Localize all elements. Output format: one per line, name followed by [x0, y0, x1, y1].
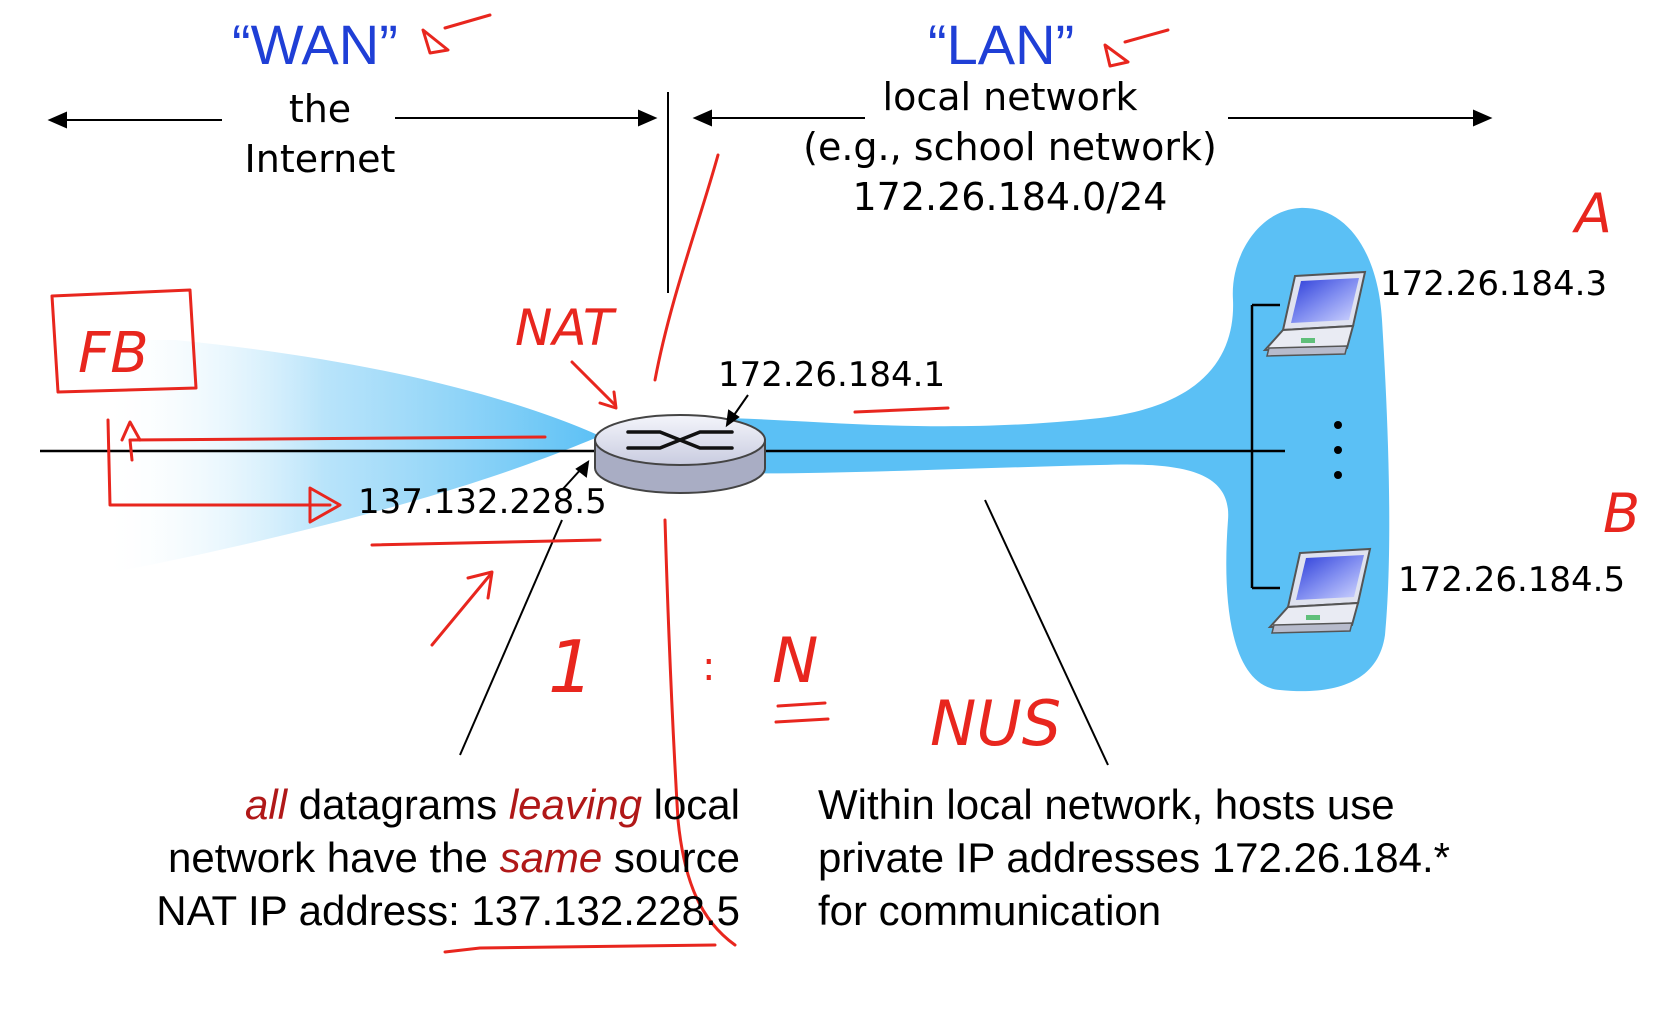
- note-left-line2: network have the same source: [60, 831, 740, 884]
- host-bus: [1250, 303, 1280, 590]
- ratio-colon: :: [702, 644, 715, 690]
- host-b-label: B: [1603, 482, 1640, 545]
- lan-title: “LAN”: [928, 13, 1075, 76]
- note-left-text1: datagrams: [287, 781, 509, 828]
- emphasis-all: all: [245, 781, 288, 828]
- fb-label: FB: [78, 321, 149, 386]
- note-right-line3: for communication: [818, 887, 1162, 934]
- laptop-icon: [1262, 270, 1367, 357]
- callout-lines: [459, 499, 1109, 766]
- wan-subtitle-line2: Internet: [244, 137, 396, 181]
- ratio-one: 1: [548, 625, 594, 709]
- router-icon: [594, 414, 766, 494]
- ratio-n: N: [772, 624, 818, 697]
- wan-subtitle-line1: the: [288, 87, 352, 131]
- lan-region: [660, 207, 1390, 692]
- host-a-ip: 172.26.184.3: [1380, 264, 1608, 304]
- wan-title: “WAN”: [232, 13, 398, 76]
- host-a-label: A: [1572, 182, 1612, 245]
- router-wan-ip: 137.132.228.5: [358, 482, 607, 522]
- note-left-line3: NAT IP address: 137.132.228.5: [156, 887, 740, 934]
- host-b-ip: 172.26.184.5: [1398, 560, 1626, 600]
- note-left-text3: network have the: [168, 834, 500, 881]
- note-right: Within local network, hosts use private …: [818, 778, 1450, 937]
- note-left: all datagrams leaving local network have…: [60, 778, 740, 937]
- note-right-line2: private IP addresses 172.26.184.*: [818, 834, 1450, 881]
- emphasis-same: same: [499, 834, 603, 881]
- emphasis-leaving: leaving: [508, 781, 642, 828]
- note-left-text2: local: [641, 781, 740, 828]
- lan-subnet: 172.26.184.0/24: [852, 175, 1168, 219]
- nat-label: NAT: [515, 299, 617, 357]
- note-right-line1: Within local network, hosts use: [818, 781, 1395, 828]
- handwritten-annotations: [50, 13, 1170, 954]
- lan-subtitle-line1: local network: [882, 75, 1138, 119]
- ip-pointer-arrows: [561, 394, 749, 491]
- nus-label: NUS: [930, 687, 1061, 760]
- note-left-line1: all datagrams leaving local: [60, 778, 740, 831]
- laptop-icon: [1267, 547, 1372, 634]
- wan-extent-arrow: [47, 109, 658, 129]
- router-lan-ip: 172.26.184.1: [718, 355, 946, 395]
- wan-cloud-gradient: [100, 340, 600, 575]
- lan-extent-arrow: [692, 109, 1493, 127]
- note-left-text4: source: [602, 834, 740, 881]
- lan-subtitle-line2: (e.g., school network): [803, 125, 1217, 169]
- ellipsis-dots: [1334, 421, 1342, 479]
